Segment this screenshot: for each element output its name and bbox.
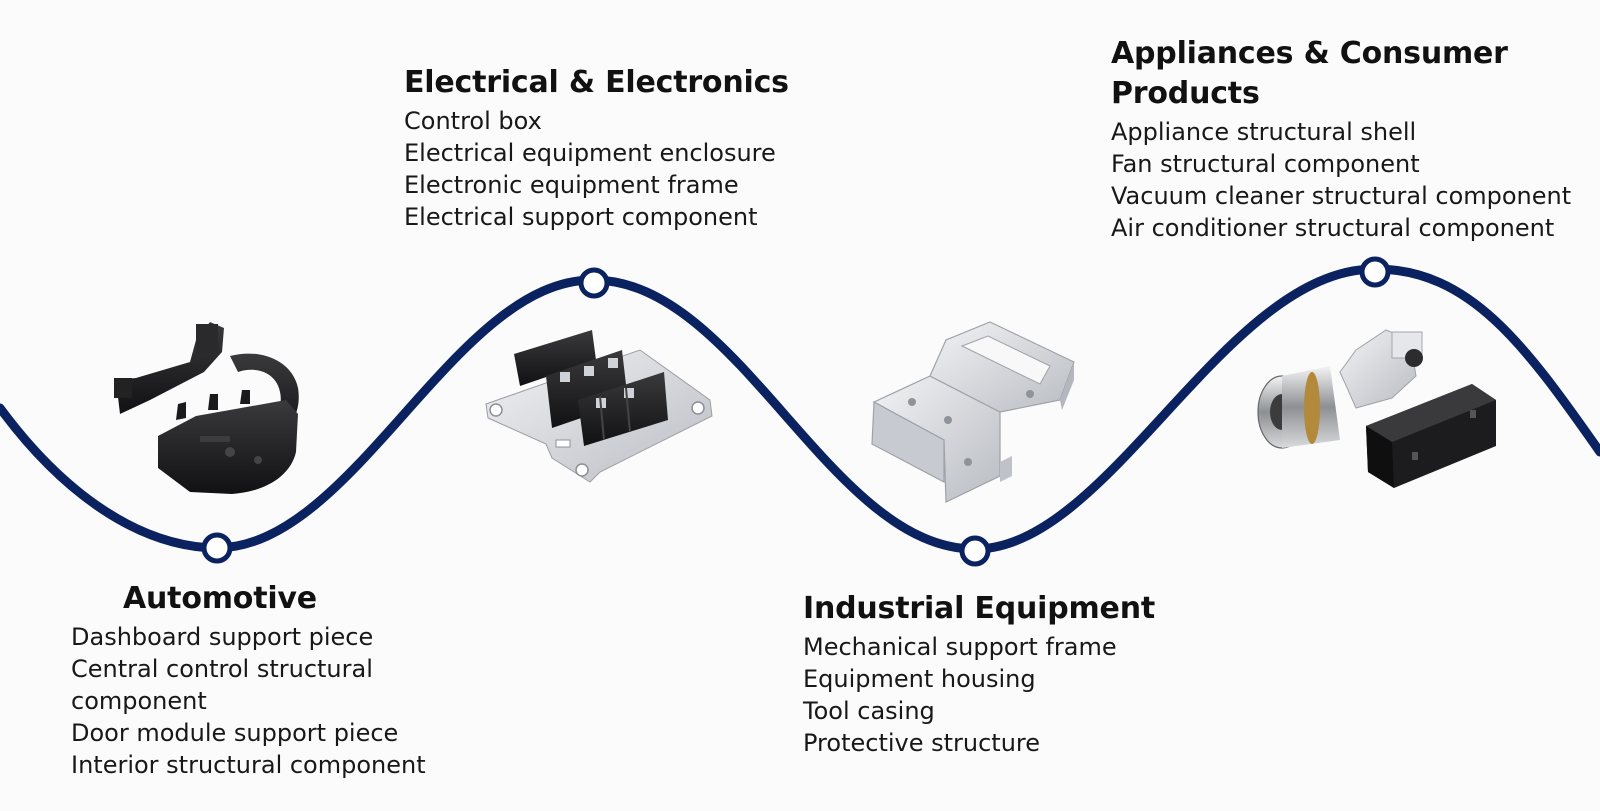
sector-automotive: Automotive Dashboard support piece Centr…: [71, 579, 426, 781]
sector-electrical: Electrical & Electronics Control box Ele…: [404, 63, 789, 233]
list-item: Interior structural component: [71, 751, 426, 779]
list-item: Vacuum cleaner structural component: [1111, 182, 1572, 210]
node-appliances: [1359, 256, 1391, 288]
list-item: Tool casing: [803, 697, 935, 725]
valve-and-housing-icon: [1257, 329, 1496, 488]
list-item: Fan structural component: [1111, 150, 1420, 178]
list-item: Dashboard support piece: [71, 623, 374, 651]
sector-title-line: Appliances & Consumer: [1111, 36, 1508, 71]
node-automotive: [201, 532, 233, 564]
list-item: Electronic equipment frame: [404, 171, 739, 199]
list-item: Equipment housing: [803, 665, 1036, 693]
sector-title-line: Products: [1111, 76, 1260, 111]
list-item: Appliance structural shell: [1111, 118, 1417, 146]
node-electrical: [578, 267, 610, 299]
node-industrial: [959, 535, 991, 567]
list-item: Control box: [404, 107, 542, 135]
list-item: Door module support piece: [71, 719, 399, 747]
list-item: component: [71, 687, 207, 715]
list-item: Air conditioner structural component: [1111, 214, 1555, 242]
terminal-block-icon: [485, 330, 713, 483]
sector-industrial: Industrial Equipment Mechanical support …: [803, 589, 1155, 759]
list-item: Central control structural: [71, 655, 373, 683]
sector-list-automotive: Dashboard support piece Central control …: [71, 621, 426, 781]
sector-list-electrical: Control box Electrical equipment enclosu…: [404, 105, 789, 233]
sector-title-automotive: Automotive: [123, 581, 317, 616]
sector-list-appliances: Appliance structural shell Fan structura…: [1111, 116, 1571, 244]
list-item: Mechanical support frame: [803, 633, 1117, 661]
sector-title-electrical: Electrical & Electronics: [404, 65, 789, 100]
sector-appliances: Appliances & Consumer Products Appliance…: [1111, 34, 1571, 244]
metal-bracket-icon: [871, 321, 1075, 503]
sector-list-industrial: Mechanical support frame Equipment housi…: [803, 631, 1155, 759]
automotive-bracket-icon: [114, 322, 299, 494]
list-item: Electrical support component: [404, 203, 758, 231]
list-item: Protective structure: [803, 729, 1041, 757]
sector-title-industrial: Industrial Equipment: [803, 591, 1155, 626]
sector-title-appliances: Appliances & Consumer Products: [1111, 34, 1571, 114]
list-item: Electrical equipment enclosure: [404, 139, 776, 167]
